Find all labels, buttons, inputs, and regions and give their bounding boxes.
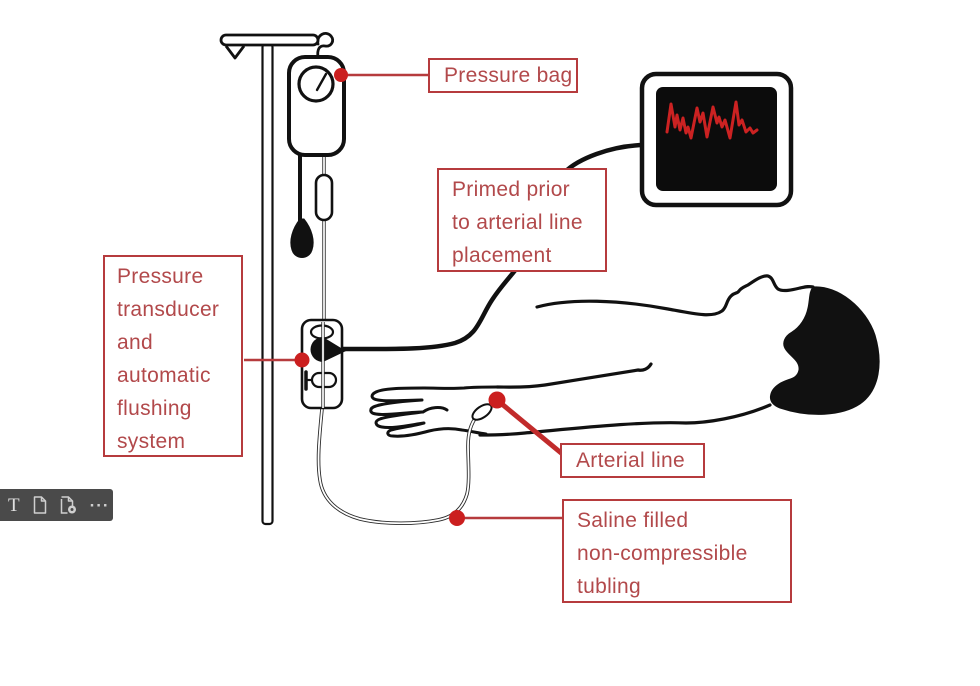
label-arterial-line: Arterial line <box>560 443 705 478</box>
page-icon <box>33 496 46 514</box>
saline-tubing-loop <box>316 408 479 526</box>
waveform <box>665 100 759 140</box>
text-tool-icon: T <box>8 494 20 516</box>
transducer-connector <box>310 337 346 362</box>
more-button[interactable]: ··· <box>90 497 110 514</box>
pressure-gauge <box>297 65 335 103</box>
page-export-button[interactable] <box>60 496 77 514</box>
label-pressure-bag: Pressure bag <box>428 58 578 93</box>
patient-chest-face-outline <box>535 274 815 317</box>
leader-arterial-line <box>495 398 568 459</box>
more-icon: ··· <box>89 495 110 515</box>
pole-shaft <box>261 42 274 526</box>
text-tool-button[interactable]: T <box>8 496 20 515</box>
dot-saline <box>449 510 465 526</box>
pressure-transducer <box>300 318 346 410</box>
pole-crossbar <box>219 33 320 47</box>
monitor <box>639 71 794 208</box>
annotation-toolbar: T ··· <box>0 489 113 521</box>
page-export-icon <box>60 496 76 514</box>
gauge-needle <box>315 72 328 92</box>
iv-pole <box>219 32 334 526</box>
dot-pressure-bag <box>334 68 348 82</box>
callouts <box>244 68 568 526</box>
pole-hook-left <box>224 45 246 60</box>
patient <box>369 274 880 438</box>
patient-arm-top <box>495 362 653 389</box>
dot-arterial-line <box>488 391 506 409</box>
pole-hook-right <box>316 32 334 59</box>
drip-chamber <box>314 173 334 222</box>
dot-transducer <box>294 352 310 368</box>
squeeze-bulb <box>290 218 314 258</box>
monitor-screen <box>656 87 777 191</box>
patient-underside-outline <box>478 403 772 437</box>
pressure-bag <box>287 55 346 157</box>
patient-hair <box>770 286 880 415</box>
page-button[interactable] <box>33 496 47 514</box>
patient-thumb-crease <box>421 406 449 414</box>
